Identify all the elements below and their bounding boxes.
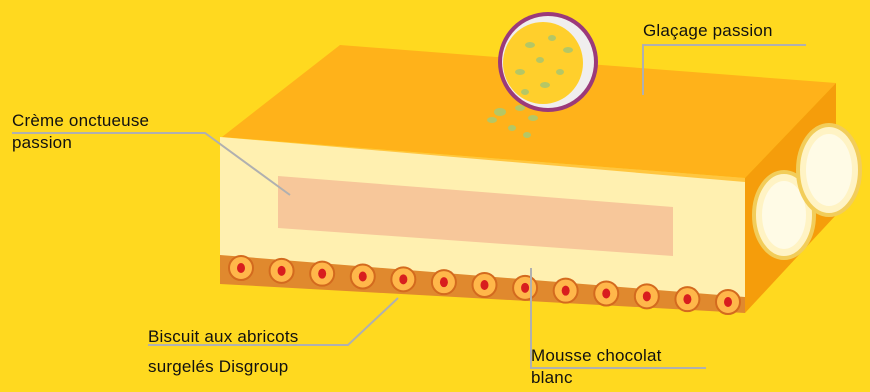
apricot-core [237,263,245,273]
label-glacage-passion: Glaçage passion [643,20,773,42]
label-mousse-chocolat: Mousse chocolat blanc [531,345,662,389]
label-biscuit-abricots: Biscuit aux abricots surgelés Disgroup [148,322,298,382]
apricot-core [521,283,529,293]
label-mousse-line1: Mousse chocolat [531,345,662,367]
apricot-core [440,277,448,287]
apricot-core [359,272,367,282]
apricot-core [724,297,732,307]
label-creme-line1: Crème onctueuse [12,110,149,132]
apricot-core [481,280,489,290]
apricot-core [683,294,691,304]
label-biscuit-line2: surgelés Disgroup [148,352,298,382]
apricot-core [602,289,610,299]
apricot-core [643,291,651,301]
apricot-core [278,266,286,276]
label-biscuit-line1: Biscuit aux abricots [148,322,298,352]
label-mousse-line2: blanc [531,367,662,389]
label-creme-onctueuse: Crème onctueuse passion [12,110,149,154]
apricot-core [399,274,407,284]
label-creme-line2: passion [12,132,149,154]
apricot-core [318,269,326,279]
apricot-core [562,286,570,296]
